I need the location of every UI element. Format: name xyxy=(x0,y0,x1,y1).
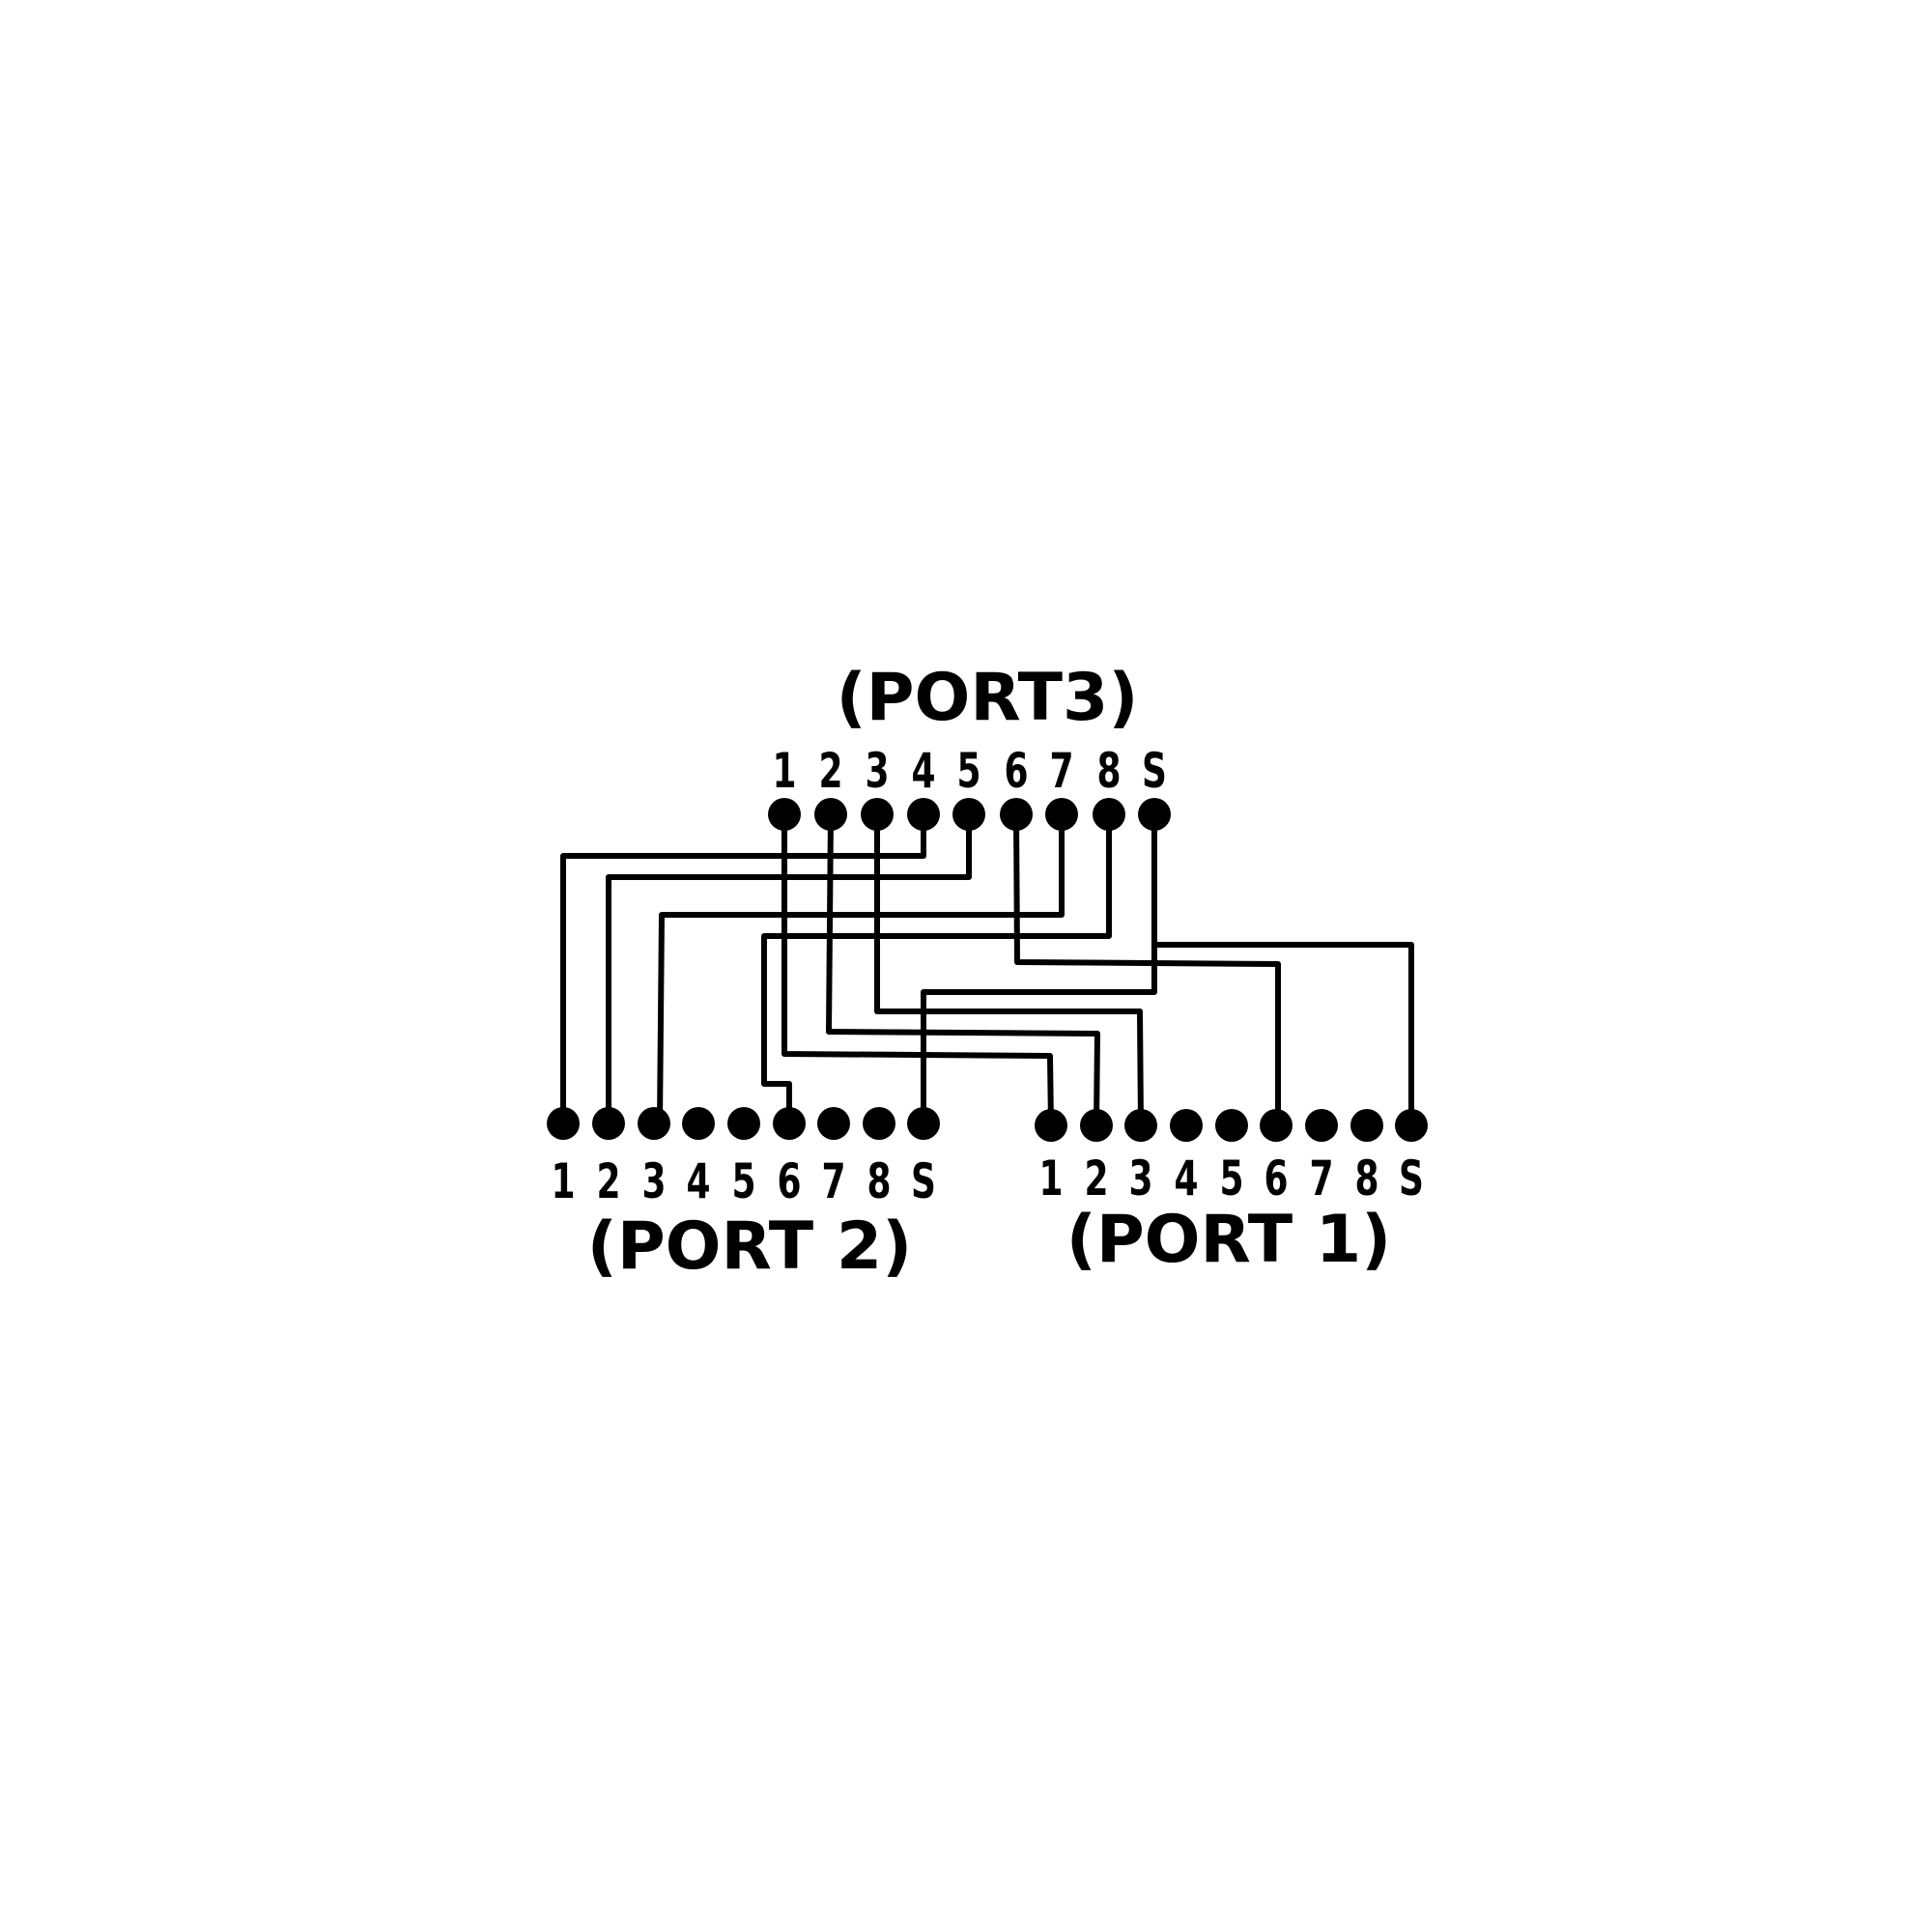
pin-label: 2 xyxy=(596,1154,620,1209)
pin-label: 4 xyxy=(686,1154,710,1209)
pin-dot xyxy=(1350,1109,1383,1142)
pin-dot xyxy=(547,1107,580,1140)
pin-label: 8 xyxy=(1354,1151,1378,1207)
pin-label: 8 xyxy=(867,1154,891,1209)
pin-label: 5 xyxy=(1219,1151,1243,1207)
port1-title: (PORT 1) xyxy=(1066,1202,1391,1278)
pin-label: S xyxy=(1399,1151,1424,1207)
wire-p3-5-to-p2-2 xyxy=(606,814,972,1123)
pin-label: 2 xyxy=(818,744,842,799)
pin-label: 6 xyxy=(1004,744,1028,799)
wire-p3-2-to-p1-2 xyxy=(826,813,1100,1126)
pin-dot xyxy=(727,1107,760,1140)
port2-title: (PORT 2) xyxy=(587,1208,912,1285)
port3-title: (PORT3) xyxy=(837,660,1139,736)
pin-label: 7 xyxy=(821,1154,845,1209)
wire-p3-1-to-p1-1 xyxy=(781,814,1054,1126)
pin-dot xyxy=(861,798,894,831)
wire-p3-4-to-p2-1 xyxy=(560,814,926,1123)
pin-dot xyxy=(814,798,847,831)
pin-label: 3 xyxy=(1128,1151,1152,1207)
pin-dot xyxy=(1080,1109,1113,1142)
pin-dot xyxy=(907,1107,940,1140)
wires xyxy=(560,813,1414,1126)
pin-label: 1 xyxy=(551,1154,575,1209)
pin-label: S xyxy=(1142,744,1167,799)
pin-dot xyxy=(1093,798,1125,831)
pin-label: 6 xyxy=(1264,1151,1288,1207)
pin-dot xyxy=(1000,798,1033,831)
port2: 1 2 3 4 5 6 7 8 S (PORT 2) xyxy=(547,1107,940,1285)
pin-dot xyxy=(638,1107,670,1140)
pin-dot xyxy=(773,1107,806,1140)
port1-pins: 1 2 3 4 5 6 7 8 S xyxy=(1035,1109,1428,1208)
pin-dot xyxy=(1035,1109,1067,1142)
pin-label: 1 xyxy=(772,744,796,799)
pin-dot xyxy=(1124,1109,1157,1142)
pin-label: 3 xyxy=(865,744,889,799)
pin-dot xyxy=(1215,1109,1248,1142)
pin-label: 4 xyxy=(1174,1151,1198,1207)
wire-p3-3-to-p1-3 xyxy=(874,814,1144,1126)
pin-label: S xyxy=(911,1154,936,1209)
pin-dot xyxy=(1045,798,1078,831)
pin-dot xyxy=(1138,798,1171,831)
pin-dot xyxy=(863,1107,895,1140)
pin-label: 6 xyxy=(777,1154,801,1209)
port1: 1 2 3 4 5 6 7 8 S (PORT 1) xyxy=(1035,1109,1428,1278)
pin-label: 1 xyxy=(1038,1151,1063,1207)
pin-label: 7 xyxy=(1049,744,1073,799)
port3-pins: 1 2 3 4 5 6 7 8 S xyxy=(768,744,1171,831)
port3: (PORT3) 1 2 3 4 5 6 7 8 S xyxy=(768,660,1171,831)
pin-dot xyxy=(592,1107,625,1140)
pin-label: 3 xyxy=(641,1154,666,1209)
pin-dot xyxy=(768,798,801,831)
pin-dot xyxy=(907,798,940,831)
pin-label: 2 xyxy=(1084,1151,1108,1207)
pin-dot xyxy=(1170,1109,1203,1142)
wire-p3-8-to-p2-6 xyxy=(761,814,1112,1123)
pin-dot xyxy=(817,1107,850,1140)
pin-dot xyxy=(1305,1109,1338,1142)
wire-p3-s-to-p2-s xyxy=(921,814,1157,1123)
pin-dot xyxy=(1260,1109,1293,1142)
pin-label: 5 xyxy=(731,1154,755,1209)
pin-dot xyxy=(682,1107,715,1140)
wire-p3-7-to-p2-3 xyxy=(657,814,1065,1124)
pin-label: 4 xyxy=(911,744,935,799)
wire-p3-6-to-p1-6 xyxy=(1013,813,1281,1125)
pin-label: 5 xyxy=(956,744,980,799)
pin-dot xyxy=(952,798,985,831)
pin-dot xyxy=(1395,1109,1428,1142)
port2-pins: 1 2 3 4 5 6 7 8 S xyxy=(547,1107,940,1210)
pin-label: 8 xyxy=(1096,744,1121,799)
wire-p3-s-to-p1-s xyxy=(1154,942,1414,1125)
pin-label: 7 xyxy=(1309,1151,1333,1207)
